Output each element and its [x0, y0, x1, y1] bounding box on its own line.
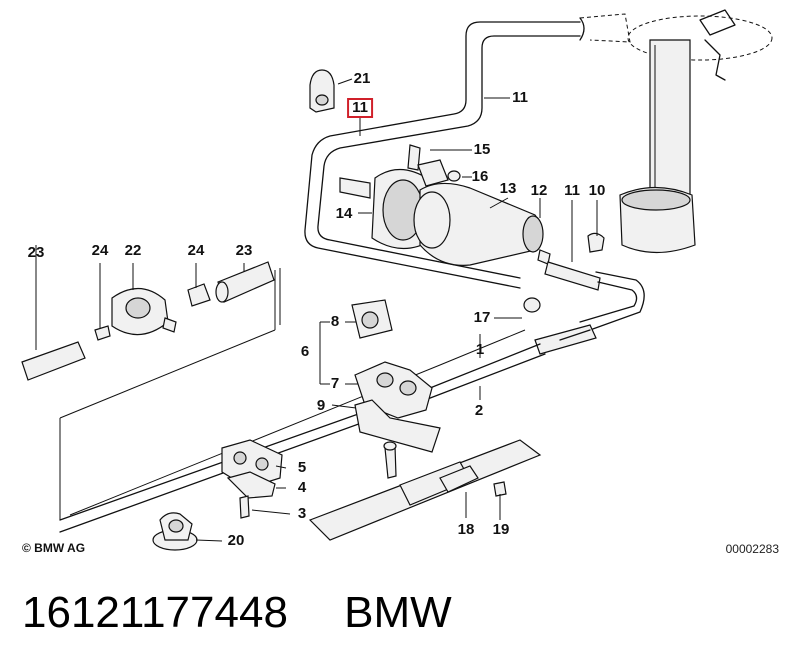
callout-17: 17 [473, 309, 491, 326]
callout-5: 5 [297, 459, 307, 476]
callout-8: 8 [330, 313, 340, 330]
callout-14: 14 [335, 205, 353, 222]
holder-assembly [351, 299, 433, 419]
callout-11-highlighted: 11 [347, 98, 373, 118]
callout-9: 9 [316, 397, 326, 414]
fuel-pump-sender [579, 9, 773, 254]
callout-11-right: 11 [564, 182, 580, 199]
footer-caption: 16121177448 BMW [22, 585, 452, 641]
callout-24-right: 24 [187, 242, 205, 259]
callout-4: 4 [297, 479, 307, 496]
callout-18: 18 [457, 521, 475, 538]
clip-20 [152, 512, 198, 551]
callout-22: 22 [124, 242, 142, 259]
callout-6: 6 [300, 343, 310, 360]
callout-7: 7 [330, 375, 340, 392]
copyright-notice: © BMW AG [22, 541, 86, 555]
callout-23-left: 23 [27, 244, 45, 261]
callout-15: 15 [473, 141, 491, 158]
callout-16: 16 [471, 168, 489, 185]
fuel-line-11-upper [304, 17, 585, 289]
callout-24-left: 24 [91, 242, 109, 259]
cover-18 [308, 439, 542, 541]
drawing-number: 00002283 [725, 542, 779, 556]
clip-21 [309, 69, 335, 113]
callout-13: 13 [499, 180, 517, 197]
callout-19: 19 [492, 521, 510, 538]
brand-name: BMW [344, 588, 452, 637]
callout-20: 20 [227, 532, 245, 549]
bracket-9 [354, 399, 441, 479]
callout-3: 3 [297, 505, 307, 522]
callout-12: 12 [530, 182, 548, 199]
callout-21: 21 [353, 70, 371, 87]
part-number: 16121177448 [22, 588, 288, 637]
diagram-drawing [21, 9, 773, 551]
callout-11-upper: 11 [512, 89, 528, 106]
callout-23-right: 23 [235, 242, 253, 259]
holder-4-5 [221, 439, 283, 519]
leader-lines [99, 78, 598, 542]
hose-11-right [544, 232, 645, 331]
callout-1: 1 [475, 341, 485, 358]
pressure-regulator-group [21, 245, 281, 520]
parts-diagram: 1 2 3 4 5 6 7 8 9 10 11 11 11 12 13 14 1… [21, 9, 779, 556]
callout-2: 2 [474, 402, 484, 419]
fuel-filter [339, 144, 551, 266]
callout-10: 10 [588, 182, 606, 199]
